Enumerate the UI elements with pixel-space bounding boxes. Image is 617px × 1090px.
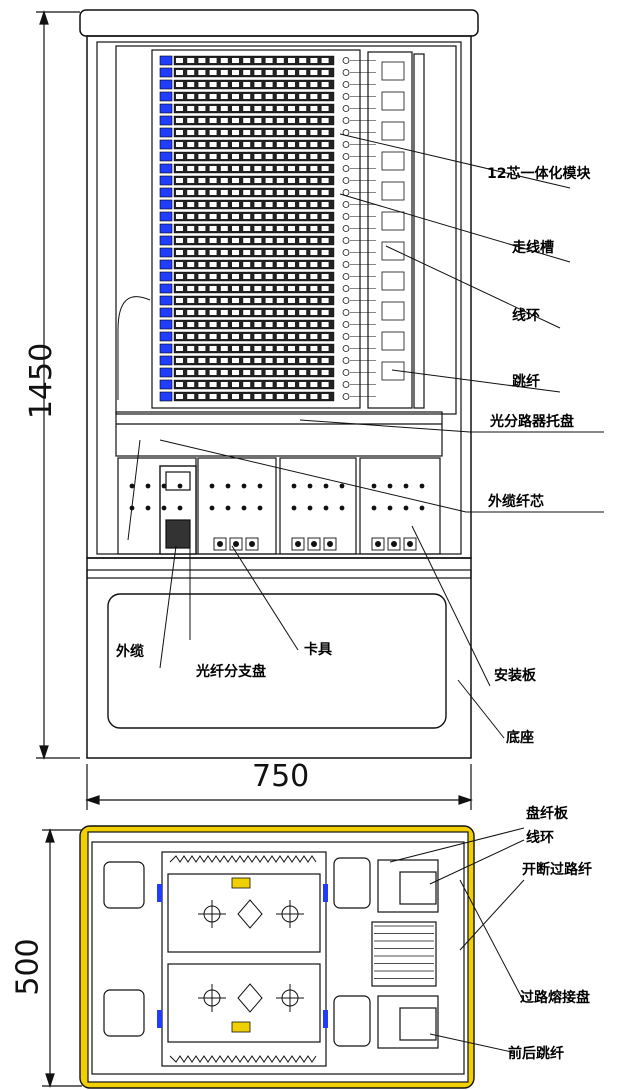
plan-details: [157, 855, 434, 1063]
label-trough: 走线槽: [512, 240, 554, 256]
label-splitter-tray: 光分路器托盘: [490, 414, 574, 430]
height-dimension-label: 1450: [24, 342, 60, 420]
label-coil-plate: 盘纤板: [526, 806, 568, 822]
label-module-12: 12芯一体化模块: [487, 166, 591, 182]
label-ring: 线环: [512, 308, 540, 324]
label-mount-plate: 安装板: [494, 668, 536, 684]
depth-dimension-label: 500: [10, 938, 46, 996]
label-branch-box: 光纤分支盘: [196, 664, 266, 680]
plan-view: [42, 825, 475, 1089]
label-plan-ring: 线环: [526, 830, 554, 846]
label-pass-splice: 过路熔接盘: [520, 990, 590, 1006]
port-grid: [129, 55, 425, 551]
label-front-back-jumper: 前后跳纤: [508, 1046, 564, 1062]
label-outer-cable: 外缆: [116, 644, 144, 660]
label-outer-core: 外缆纤芯: [488, 494, 544, 510]
leader-lines-front: [117, 133, 604, 739]
label-clamp: 卡具: [304, 642, 332, 658]
label-base: 底座: [506, 730, 534, 746]
width-dimension-label: 750: [252, 759, 310, 794]
label-jumper: 跳纤: [512, 374, 540, 390]
width-dimension: [85, 764, 473, 810]
label-pass-fiber: 开断过路纤: [522, 862, 592, 878]
leader-lines-plan: [389, 827, 525, 1053]
